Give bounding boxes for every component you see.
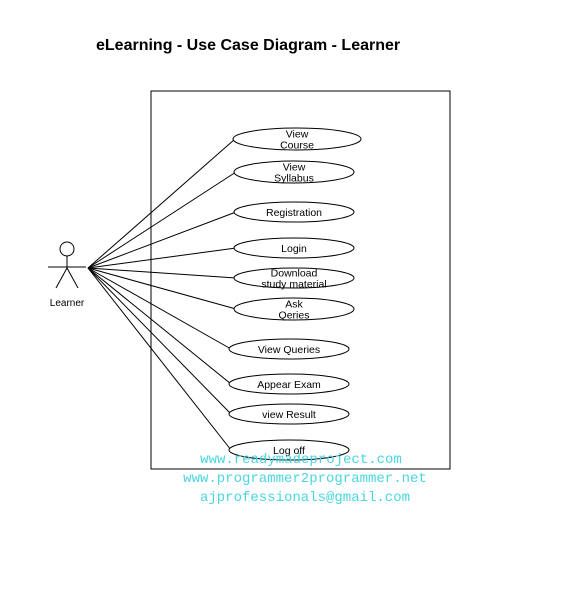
watermark-line: ajprofessionals@gmail.com — [199, 490, 411, 506]
association-line — [87, 267, 237, 279]
actor-label: Learner — [50, 298, 85, 309]
association-line — [87, 138, 236, 269]
use-case: view Result — [228, 403, 350, 425]
use-case-ellipse — [233, 297, 355, 321]
use-case-ellipse — [233, 237, 355, 259]
use-case: Log off — [228, 439, 350, 461]
use-case: Login — [233, 237, 355, 259]
use-case-label: view Result — [262, 409, 316, 421]
use-case-label: View — [286, 129, 309, 141]
use-case-ellipse — [228, 338, 350, 360]
association-line — [87, 267, 237, 310]
association-line — [87, 171, 237, 269]
use-case-label: Login — [281, 243, 307, 255]
use-case: View Queries — [228, 338, 350, 360]
use-case-label: Ask — [285, 299, 303, 311]
association-line — [87, 247, 237, 269]
association-line — [87, 267, 232, 451]
use-case-ellipse — [228, 439, 350, 461]
actor-head — [59, 241, 75, 257]
association-line — [87, 267, 232, 415]
use-case: Appear Exam — [228, 373, 350, 395]
use-case-label: View Queries — [258, 344, 320, 356]
watermark-line: www.programmer2programmer.net — [183, 471, 427, 487]
use-case-label: Log off — [273, 445, 305, 457]
actor-learner — [48, 241, 86, 289]
use-case-label: View — [283, 162, 306, 174]
use-case-label: Qeries — [279, 310, 310, 322]
use-case-label: Download — [271, 268, 318, 280]
page-title: eLearning - Use Case Diagram - Learner — [96, 37, 401, 54]
use-case-label: study material — [261, 279, 326, 291]
watermark-line: www.readymadeproject.com — [200, 452, 402, 468]
use-case-ellipse — [228, 373, 350, 395]
use-case-ellipse — [228, 403, 350, 425]
use-case-ellipse — [233, 160, 355, 184]
association-line — [87, 267, 232, 385]
use-case-ellipse — [232, 127, 362, 151]
actor-right-leg — [66, 267, 79, 289]
use-case-label: Appear Exam — [257, 379, 321, 391]
association-line — [87, 267, 232, 350]
use-case-ellipse — [233, 201, 355, 223]
use-case-label: Course — [280, 140, 314, 152]
use-case: Registration — [233, 201, 355, 223]
use-case-ellipse — [233, 267, 355, 289]
use-case-label: Syllabus — [274, 173, 314, 185]
association-line — [87, 211, 237, 269]
use-case-label: Registration — [266, 207, 322, 219]
system-boundary — [150, 90, 451, 470]
actor-left-leg — [55, 267, 68, 289]
